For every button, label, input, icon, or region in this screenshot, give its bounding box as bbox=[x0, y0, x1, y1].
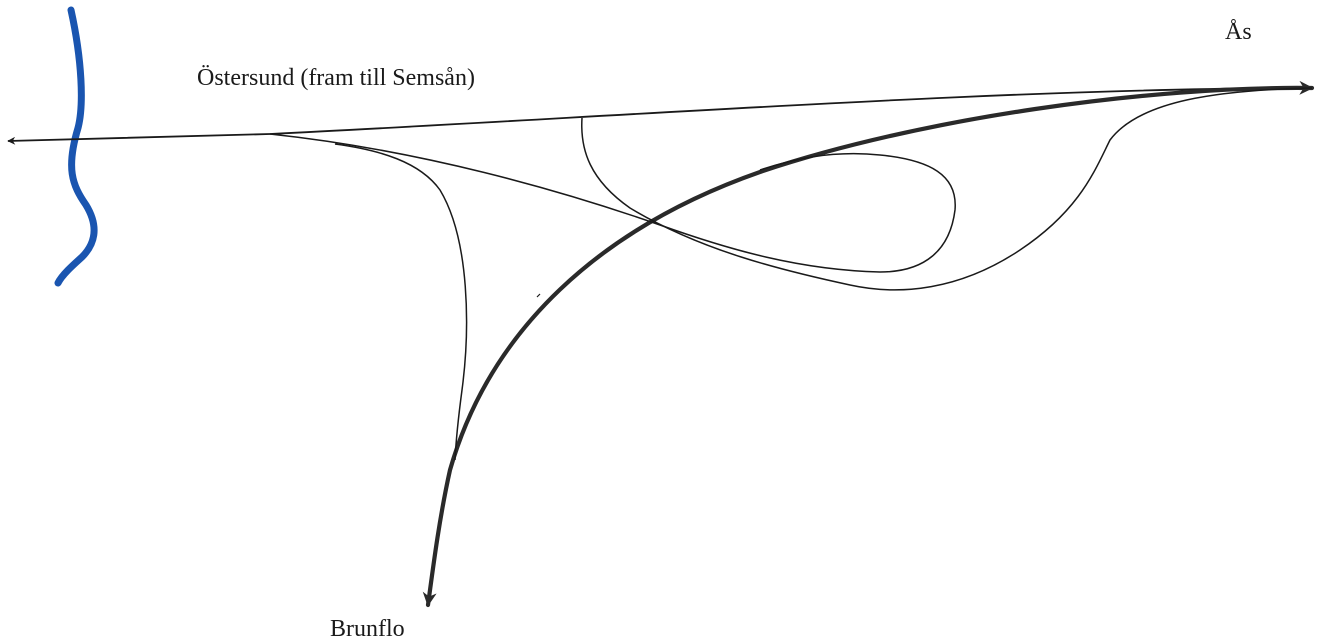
ramp-west-down-line bbox=[334, 143, 468, 461]
road-to-brunflo-line bbox=[422, 80, 1315, 608]
label-ostersund: Östersund (fram till Semsån) bbox=[197, 65, 475, 91]
label-brunflo: Brunflo bbox=[330, 616, 405, 642]
ramp-west-east-line bbox=[269, 133, 956, 273]
small-mark bbox=[536, 293, 541, 298]
river-line bbox=[54, 6, 98, 287]
label-as: Ås bbox=[1225, 19, 1252, 45]
loop-ramp-line bbox=[581, 87, 1313, 291]
